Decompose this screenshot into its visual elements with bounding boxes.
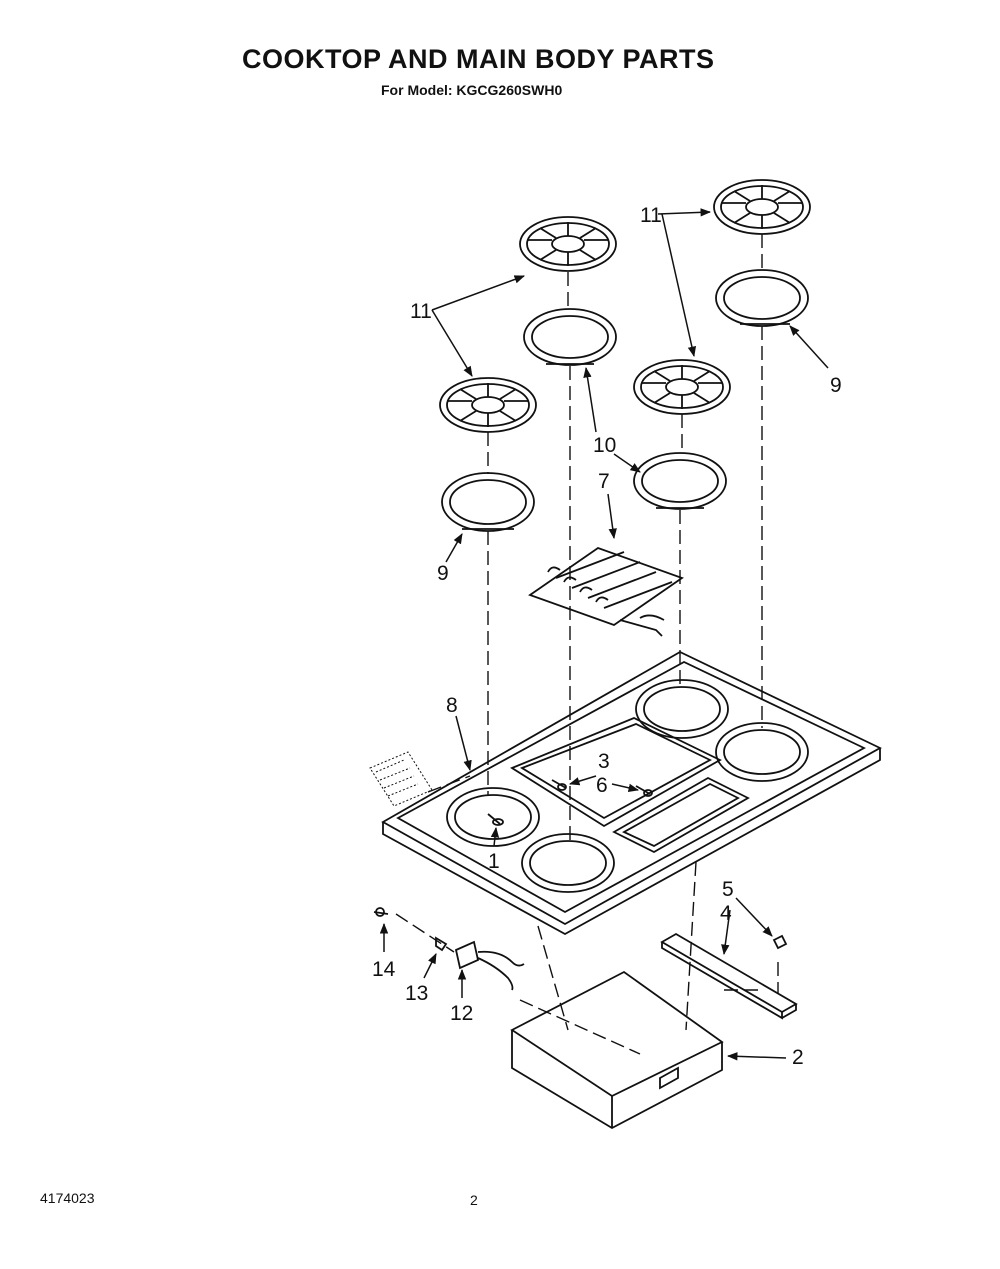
callout-12: 12 xyxy=(450,1002,473,1025)
callout-11-right: 11 xyxy=(640,204,662,227)
page-title: COOKTOP AND MAIN BODY PARTS xyxy=(242,44,715,74)
heating-element xyxy=(528,546,684,637)
rating-label xyxy=(369,751,433,807)
burner-bowl-right-top xyxy=(715,269,809,327)
burner-grate-center-top xyxy=(519,216,617,272)
burner-grate-right-top xyxy=(713,179,811,235)
part-number: 4174023 xyxy=(40,1190,95,1206)
callout-6: 6 xyxy=(596,774,608,797)
callout-13: 13 xyxy=(405,982,428,1005)
burner-bowl-right-middle xyxy=(633,452,727,510)
page-number: 2 xyxy=(470,1192,478,1208)
callout-7: 7 xyxy=(598,470,610,493)
screw-3 xyxy=(551,779,567,791)
screw-1 xyxy=(487,813,504,826)
model-subtitle: For Model: KGCG260SWH0 xyxy=(381,82,563,98)
callout-4: 4 xyxy=(720,902,732,925)
callout-1: 1 xyxy=(488,850,500,873)
screw-14 xyxy=(373,907,389,917)
nut-5 xyxy=(772,934,788,950)
burner-box-housing xyxy=(510,970,724,1130)
channel-bracket xyxy=(660,932,798,1020)
burner-grate-right-middle xyxy=(633,359,731,415)
callout-14: 14 xyxy=(372,958,396,981)
callout-9-right: 9 xyxy=(830,374,842,397)
callout-11-left: 11 xyxy=(410,300,432,323)
callout-5: 5 xyxy=(722,878,734,901)
callout-10: 10 xyxy=(593,434,616,457)
callout-9-left: 9 xyxy=(437,562,449,585)
callout-3: 3 xyxy=(598,750,610,773)
cooktop-main-body xyxy=(381,650,882,936)
mounting-clip xyxy=(435,936,448,952)
burner-grate-left xyxy=(439,377,537,433)
callout-2: 2 xyxy=(792,1046,804,1069)
burner-bowl-center-top xyxy=(523,308,617,366)
spark-module xyxy=(454,940,525,991)
burner-bowl-left xyxy=(441,472,535,532)
screw-6 xyxy=(635,785,653,797)
callout-8: 8 xyxy=(446,694,458,717)
